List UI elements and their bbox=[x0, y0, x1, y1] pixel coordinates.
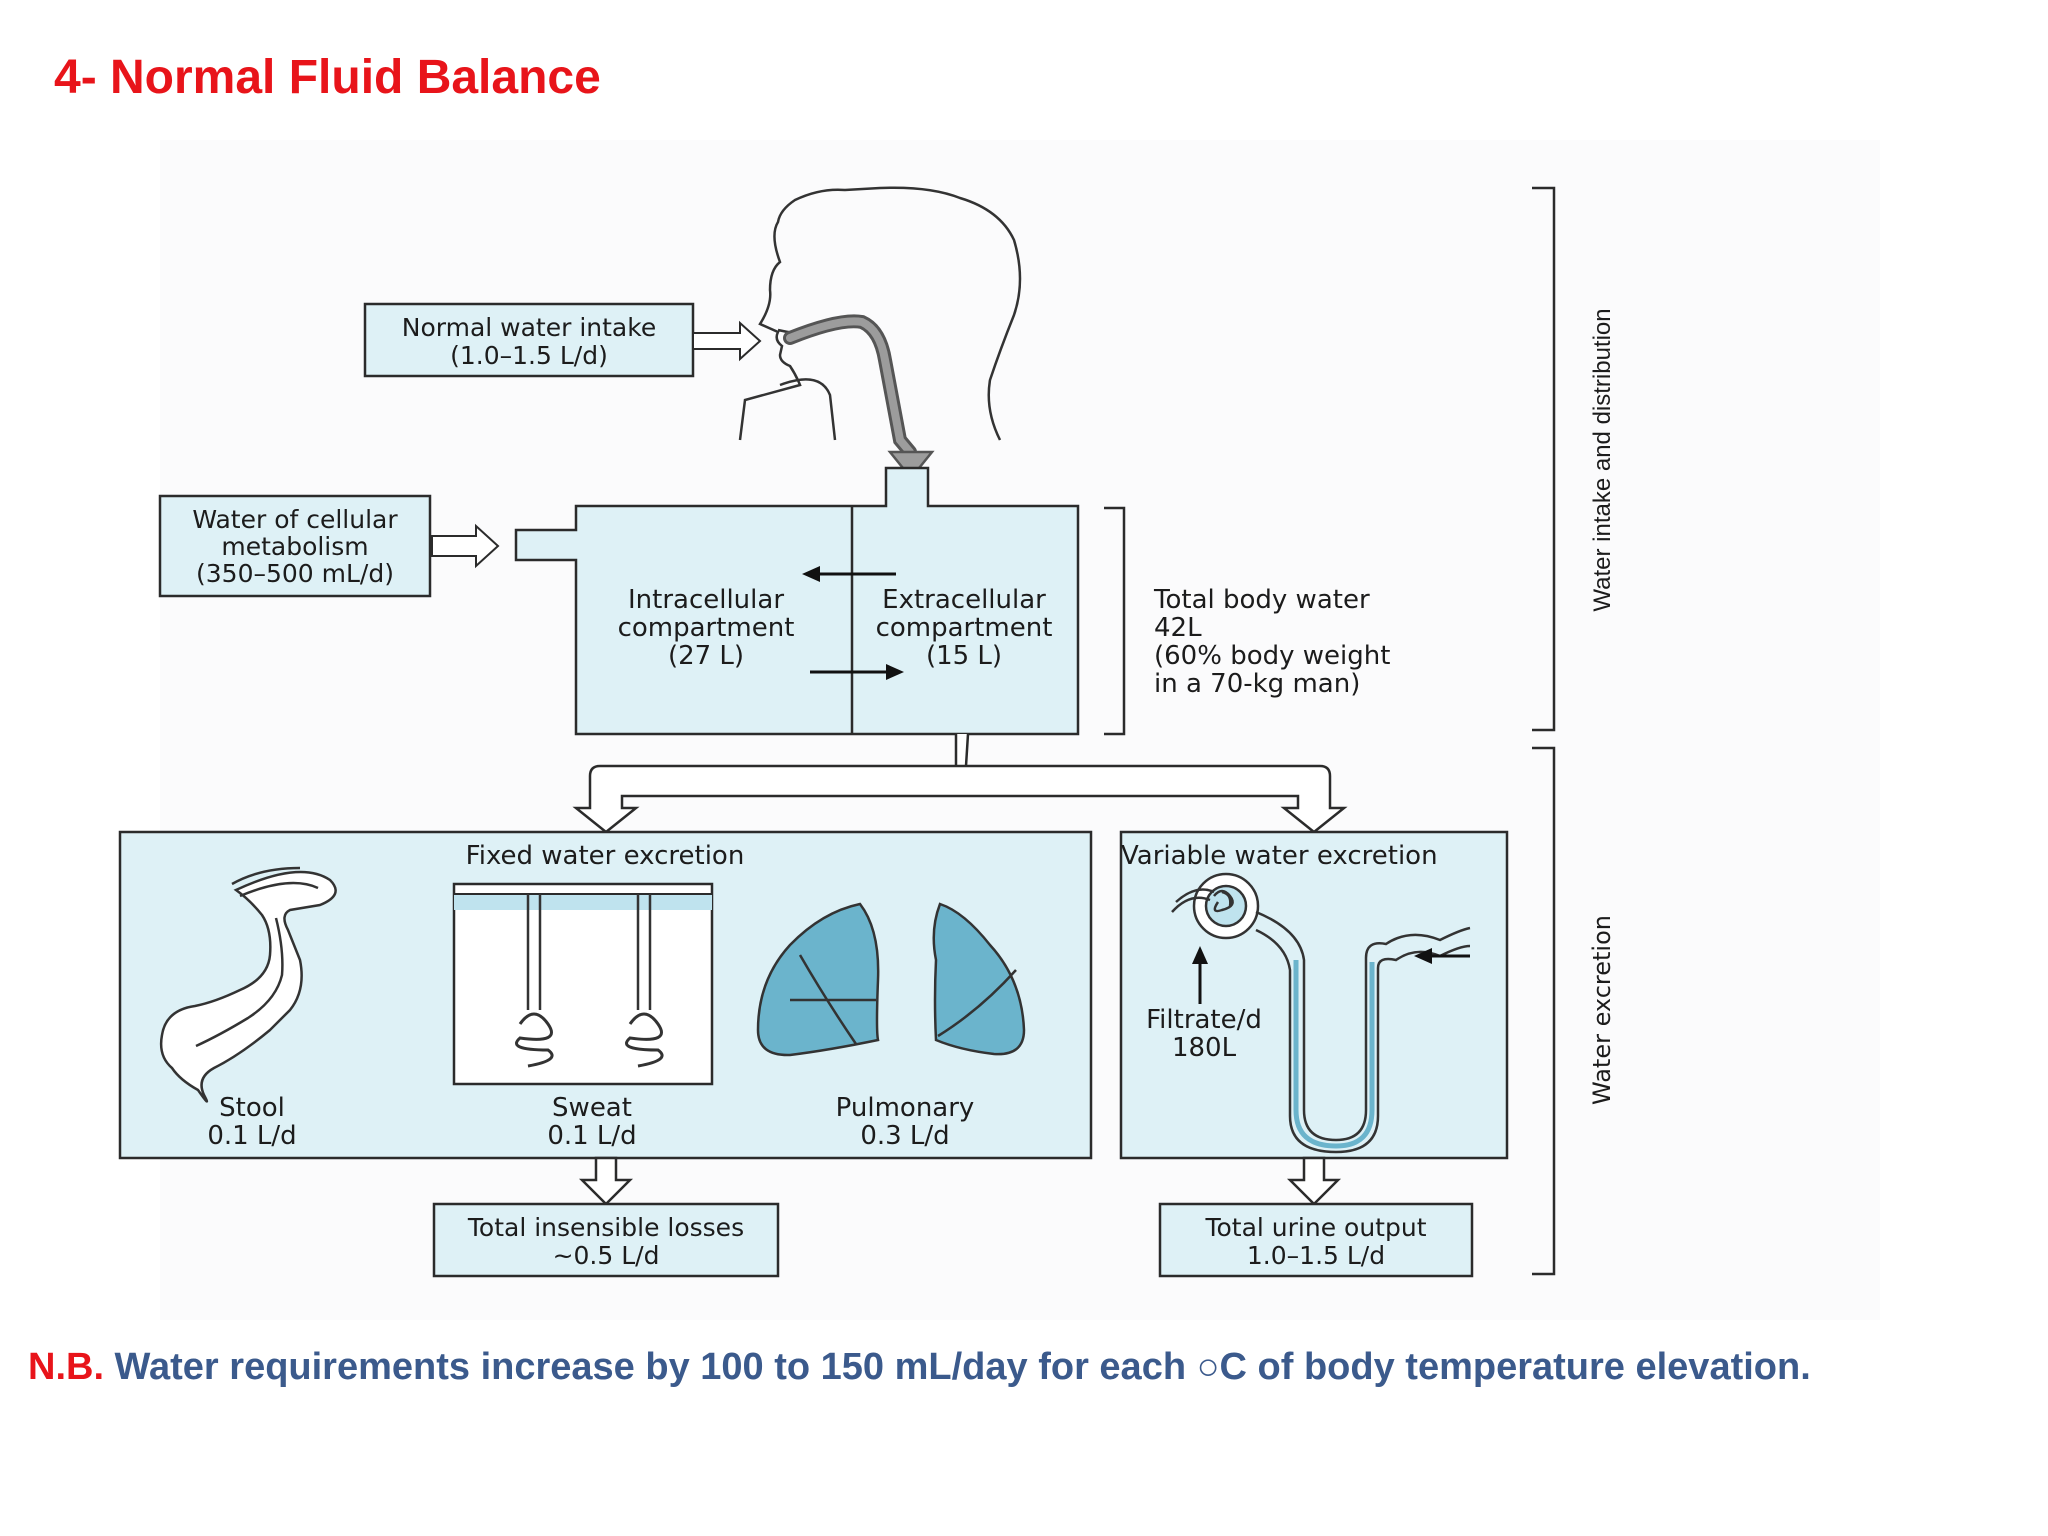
tbw-line2: 42L bbox=[1154, 613, 1202, 643]
insensible-line2: ~0.5 L/d bbox=[553, 1241, 660, 1270]
filtrate-label: Filtrate/d bbox=[1146, 1005, 1262, 1035]
output-arrows bbox=[578, 1156, 1342, 1206]
cellular-metabolism: Water of cellular metabolism (350–500 mL… bbox=[158, 494, 500, 598]
metabolism-arrow bbox=[431, 523, 500, 569]
fixed-excretion-title: Fixed water excretion bbox=[466, 841, 745, 871]
total-body-water: Total body water 42L (60% body weight in… bbox=[1153, 585, 1390, 699]
stool-label: Stool bbox=[219, 1093, 285, 1123]
stool-value: 0.1 L/d bbox=[207, 1121, 296, 1151]
extracellular-line2: compartment bbox=[876, 613, 1053, 643]
tbw-line3: (60% body weight bbox=[1154, 641, 1390, 671]
note-prefix: N.B. bbox=[28, 1346, 104, 1388]
sweat-label: Sweat bbox=[552, 1093, 632, 1123]
note-body: Water requirements increase by 100 to 15… bbox=[104, 1346, 1811, 1388]
tbw-line1: Total body water bbox=[1153, 585, 1370, 615]
head-outline bbox=[738, 186, 1022, 441]
metabolism-line3: (350–500 mL/d) bbox=[196, 559, 394, 588]
swallow-arrow bbox=[783, 314, 935, 480]
sweat-value: 0.1 L/d bbox=[547, 1121, 636, 1151]
nephron-illustration bbox=[1171, 872, 1471, 1154]
extracellular-line3: (15 L) bbox=[926, 641, 1002, 671]
page-title: 4- Normal Fluid Balance bbox=[54, 51, 601, 104]
intake-label-line2: (1.0–1.5 L/d) bbox=[450, 341, 608, 370]
tbw-line4: in a 70-kg man) bbox=[1154, 669, 1360, 699]
intracellular-line3: (27 L) bbox=[668, 641, 744, 671]
body-compartments: Intracellular compartment (27 L) Extrace… bbox=[514, 466, 1080, 736]
filtrate-value: 180L bbox=[1172, 1033, 1237, 1063]
variable-water-excretion: Variable water excretion Filtrate/d 180L bbox=[1119, 830, 1509, 1160]
extracellular-line1: Extracellular bbox=[882, 585, 1046, 615]
metabolism-line2: metabolism bbox=[221, 532, 368, 561]
split-arrows bbox=[572, 733, 1348, 834]
compartment-bracket bbox=[1104, 506, 1126, 736]
head-silhouette bbox=[738, 186, 1022, 441]
lungs-illustration bbox=[756, 902, 1026, 1057]
metabolism-line1: Water of cellular bbox=[192, 505, 398, 534]
intake-distribution-bracket bbox=[1532, 186, 1556, 732]
sweat-gland-illustration bbox=[452, 882, 714, 1086]
variable-excretion-title: Variable water excretion bbox=[1121, 841, 1438, 871]
excretion-bracket bbox=[1532, 746, 1556, 1276]
intracellular-line2: compartment bbox=[618, 613, 795, 643]
intracellular-line1: Intracellular bbox=[628, 585, 784, 615]
urine-line2: 1.0–1.5 L/d bbox=[1247, 1241, 1385, 1270]
intestine-illustration bbox=[159, 866, 337, 1103]
normal-water-intake: Normal water intake (1.0–1.5 L/d) bbox=[363, 302, 762, 378]
excretion-label: Water excretion bbox=[1588, 915, 1616, 1105]
total-urine-output: Total urine output 1.0–1.5 L/d bbox=[1158, 1202, 1474, 1278]
note-text: N.B. Water requirements increase by 100 … bbox=[28, 1346, 1811, 1389]
fixed-water-excretion: Fixed water excretion Stool 0.1 L/d Swea… bbox=[118, 830, 1093, 1160]
urine-line1: Total urine output bbox=[1204, 1213, 1426, 1242]
intake-arrow bbox=[692, 320, 762, 362]
pulmonary-label: Pulmonary bbox=[836, 1093, 975, 1123]
pulmonary-value: 0.3 L/d bbox=[860, 1121, 949, 1151]
neck-line bbox=[779, 378, 837, 441]
intake-label-line1: Normal water intake bbox=[402, 313, 656, 342]
insensible-line1: Total insensible losses bbox=[467, 1213, 744, 1242]
intake-distribution-label: Water intake and distribution bbox=[1589, 308, 1616, 611]
total-insensible-losses: Total insensible losses ~0.5 L/d bbox=[432, 1202, 780, 1278]
